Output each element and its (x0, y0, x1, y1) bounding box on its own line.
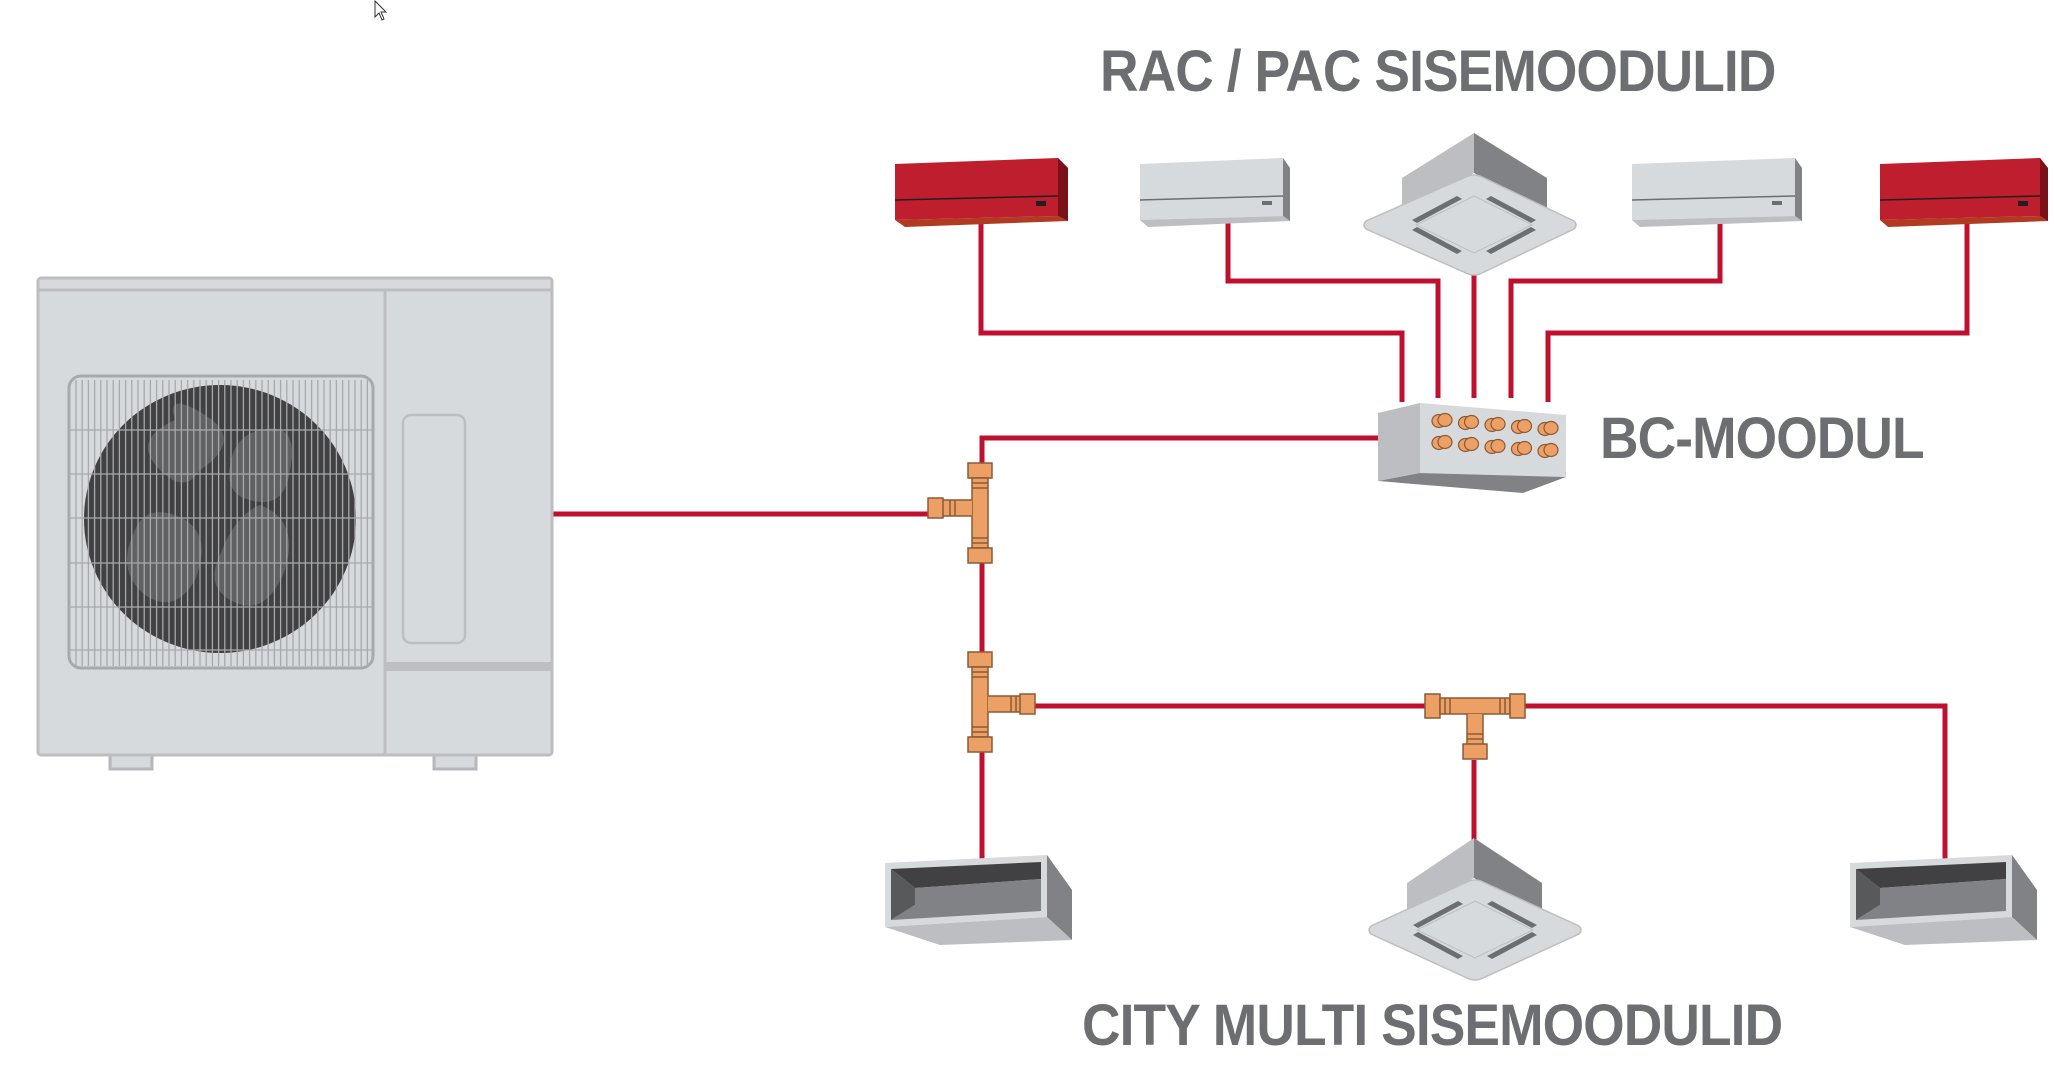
pipe-to-wall-white-left (1225, 222, 1441, 398)
mouse-cursor-icon (374, 0, 388, 21)
cassette-unit-top[interactable] (1363, 133, 1577, 276)
wall-unit-white-left[interactable] (1139, 158, 1290, 227)
bc-port (1537, 442, 1559, 459)
wall-unit-red-left[interactable] (894, 158, 1068, 227)
bc-port (1457, 436, 1480, 453)
ducted-unit-right[interactable] (1850, 855, 2037, 945)
pipe-to-ducted-right (1522, 703, 1948, 862)
status-led-icon (2018, 201, 2028, 206)
service-panel (401, 413, 467, 645)
status-led-icon (1262, 201, 1272, 205)
bc-port (1457, 414, 1480, 431)
bc-port (1510, 440, 1533, 457)
fan-icon (84, 385, 356, 653)
ducted-unit-left[interactable] (885, 855, 1072, 945)
bc-module[interactable] (1378, 403, 1566, 493)
bc-port (1484, 416, 1506, 433)
refrigerant-pipes (552, 222, 1970, 862)
pipe-to-wall-red-right (1545, 222, 1970, 402)
pipe-to-wall-red-left (978, 222, 1405, 402)
branch-joint-2 (967, 651, 1036, 753)
bc-port (1431, 434, 1453, 451)
label-city-multi-indoor-units: CITY MULTI SISEMOODULID (1082, 993, 1783, 1058)
fan-grille (70, 380, 372, 666)
outdoor-unit (36, 276, 554, 771)
pipe-to-bc-module (979, 435, 1380, 468)
label-bc-module: BC-MOODUL (1600, 406, 1925, 471)
status-led-icon (1036, 201, 1046, 206)
status-led-icon (1772, 201, 1782, 205)
label-rac-pac-indoor-units: RAC / PAC SISEMOODULID (1100, 39, 1776, 104)
pipe-to-wall-white-right (1508, 222, 1723, 398)
wall-unit-white-right[interactable] (1631, 158, 1802, 227)
bc-port (1510, 418, 1533, 435)
cassette-unit-bottom[interactable] (1368, 838, 1582, 981)
wall-unit-red-right[interactable] (1879, 158, 2048, 227)
bc-ports (1431, 412, 1559, 459)
bc-port (1431, 412, 1453, 429)
branch-joint-1 (927, 462, 993, 564)
branch-joint-3 (1424, 693, 1526, 760)
bc-port (1537, 420, 1559, 437)
bc-port (1484, 438, 1506, 455)
